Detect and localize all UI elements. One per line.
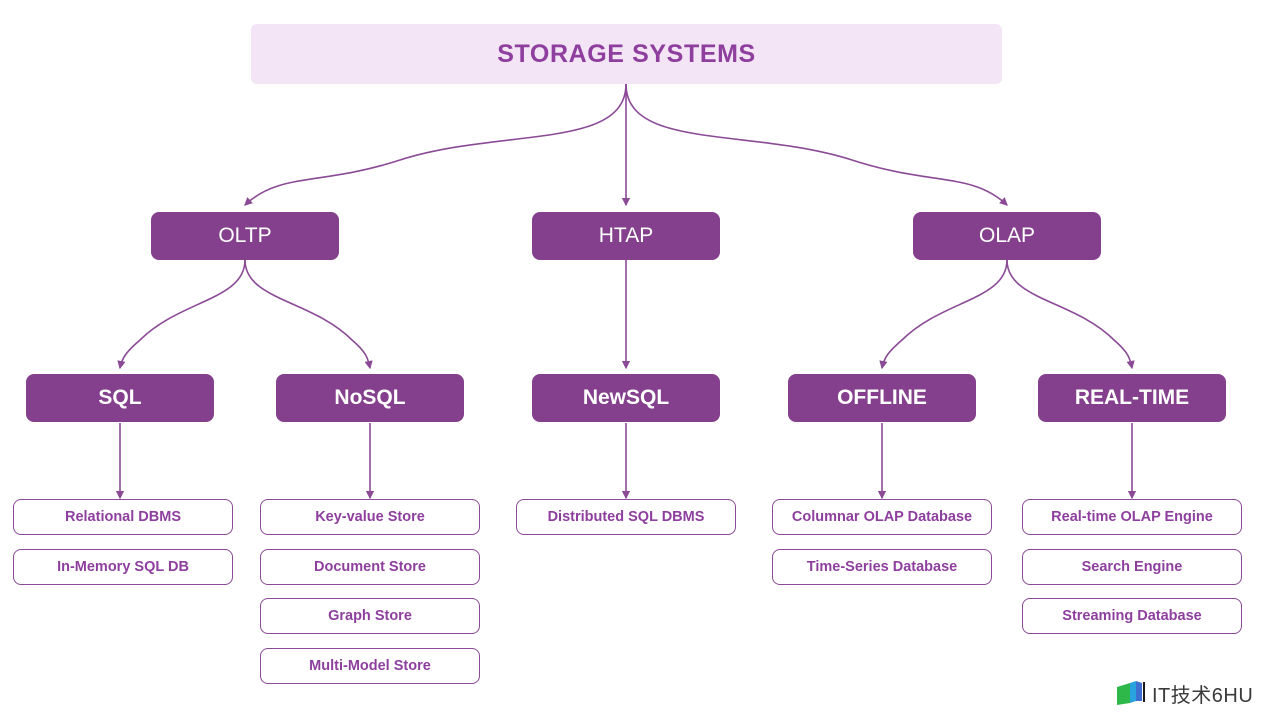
leaf-streaming-database[interactable]: Streaming Database [1022, 598, 1242, 634]
leaf-label: Multi-Model Store [309, 658, 431, 674]
leaf-in-memory-sql-db[interactable]: In-Memory SQL DB [13, 549, 233, 585]
edge-olap-to-offline [879, 259, 1008, 370]
leaf-columnar-olap-database[interactable]: Columnar OLAP Database [772, 499, 992, 535]
leaf-label: Columnar OLAP Database [791, 509, 973, 525]
leaf-distributed-sql-dbms[interactable]: Distributed SQL DBMS [516, 499, 736, 535]
leaf-label: Key-value Store [315, 509, 425, 525]
edge-oltp-to-sql [117, 259, 246, 370]
node-label: HTAP [598, 224, 654, 247]
node-label: SQL [98, 386, 142, 409]
node-label: STORAGE SYSTEMS [497, 39, 756, 68]
node-realtime[interactable]: REAL-TIME [1038, 374, 1226, 422]
edge-olap-to-realtime [1006, 259, 1135, 370]
edge-oltp-to-nosql [244, 259, 373, 370]
node-newsql[interactable]: NewSQL [532, 374, 720, 422]
node-olap[interactable]: OLAP [913, 212, 1101, 260]
flag-logo-icon [1117, 681, 1145, 705]
leaf-graph-store[interactable]: Graph Store [260, 598, 480, 634]
edge-root-to-olap [625, 83, 1008, 206]
leaf-time-series-database[interactable]: Time-Series Database [772, 549, 992, 585]
leaf-label: In-Memory SQL DB [57, 559, 189, 575]
node-sql[interactable]: SQL [26, 374, 214, 422]
node-oltp[interactable]: OLTP [151, 212, 339, 260]
leaf-key-value-store[interactable]: Key-value Store [260, 499, 480, 535]
node-label: REAL-TIME [1074, 386, 1190, 409]
watermark: IT技术6HU [1116, 676, 1276, 710]
watermark-text: IT技术6HU [1152, 684, 1254, 707]
leaf-label: Time-Series Database [806, 559, 958, 575]
node-storage-systems[interactable]: STORAGE SYSTEMS [251, 24, 1002, 84]
leaf-label: Document Store [314, 559, 426, 575]
node-label: OLTP [218, 224, 272, 247]
leaf-document-store[interactable]: Document Store [260, 549, 480, 585]
node-label: NoSQL [334, 386, 406, 409]
node-label: NewSQL [582, 386, 670, 409]
node-htap[interactable]: HTAP [532, 212, 720, 260]
leaf-multi-model-store[interactable]: Multi-Model Store [260, 648, 480, 684]
leaf-label: Streaming Database [1062, 608, 1202, 624]
leaf-search-engine[interactable]: Search Engine [1022, 549, 1242, 585]
leaf-relational-dbms[interactable]: Relational DBMS [13, 499, 233, 535]
leaf-real-time-olap-engine[interactable]: Real-time OLAP Engine [1022, 499, 1242, 535]
leaf-label: Search Engine [1081, 559, 1183, 575]
leaf-label: Real-time OLAP Engine [1051, 509, 1213, 525]
edge-root-to-oltp [244, 83, 627, 206]
node-nosql[interactable]: NoSQL [276, 374, 464, 422]
node-offline[interactable]: OFFLINE [788, 374, 976, 422]
node-label: OLAP [978, 224, 1036, 247]
leaf-label: Graph Store [328, 608, 412, 624]
leaf-label: Relational DBMS [64, 509, 181, 525]
node-label: OFFLINE [837, 386, 927, 409]
leaf-label: Distributed SQL DBMS [547, 509, 705, 525]
